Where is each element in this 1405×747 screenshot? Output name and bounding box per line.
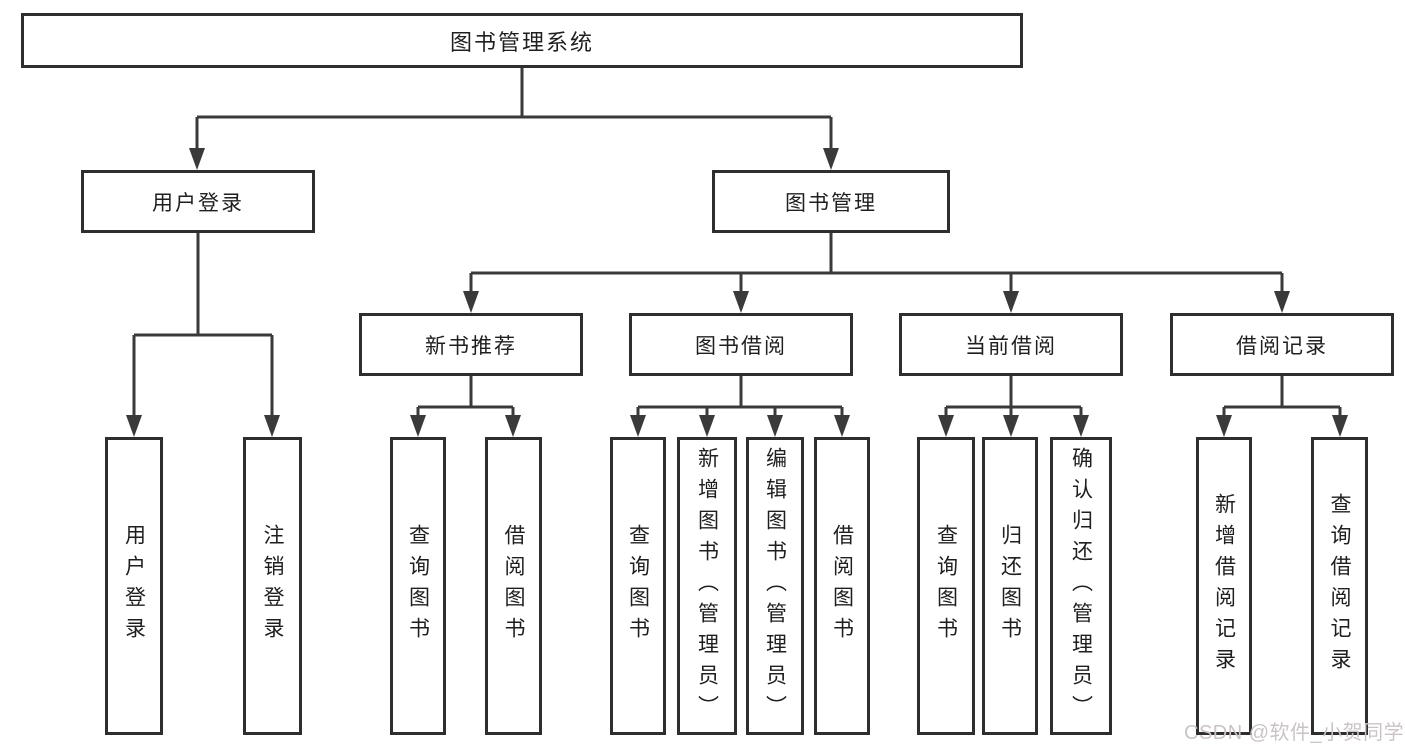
leaf-borrow-books: 借阅图书 [814,437,870,735]
node-book-management: 图书管理 [712,170,950,233]
leaf-edit-book-admin: 编辑图书（管理员） [746,437,804,735]
leaf-borrow-books-recommend: 借阅图书 [485,437,542,735]
node-library-management-system: 图书管理系统 [21,13,1023,68]
leaf-query-borrow-record: 查询借阅记录 [1311,437,1368,735]
leaf-return-books: 归还图书 [982,437,1038,735]
node-borrowing-records: 借阅记录 [1170,313,1394,376]
node-new-book-recommendation: 新书推荐 [359,313,583,376]
leaf-user-login: 用户登录 [105,437,163,735]
leaf-confirm-return-admin: 确认归还（管理员） [1050,437,1112,735]
leaf-query-books-borrow: 查询图书 [610,437,666,735]
node-current-borrowing: 当前借阅 [899,313,1123,376]
node-book-borrowing: 图书借阅 [629,313,853,376]
leaf-query-books-current: 查询图书 [917,437,975,735]
leaf-query-books-recommend: 查询图书 [390,437,446,735]
leaf-logout: 注销登录 [243,437,302,735]
node-user-login: 用户登录 [81,170,315,233]
csdn-watermark: CSDN @软件_小贺同学 [1184,722,1405,744]
leaf-add-book-admin: 新增图书（管理员） [677,437,737,735]
leaf-add-borrow-record: 新增借阅记录 [1196,437,1252,735]
